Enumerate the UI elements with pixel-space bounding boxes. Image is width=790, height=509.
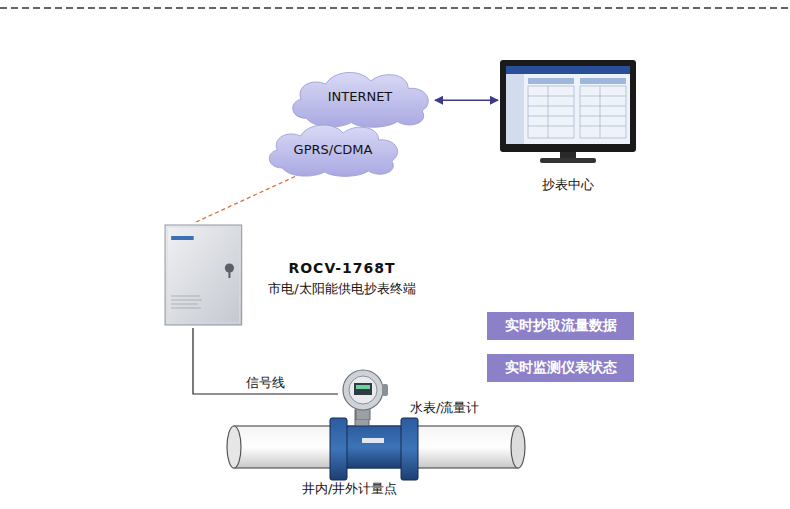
connector	[196, 176, 296, 222]
terminal-description: 市电/太阳能供电抄表终端	[247, 281, 437, 297]
monitor-caption: 抄表中心	[498, 177, 638, 193]
model-name: ROCV-1768T	[247, 260, 437, 278]
cloud-label: INTERNET	[328, 89, 393, 105]
feature-text: 实时监测仪表状态	[505, 359, 617, 377]
top-dashed-rule	[0, 7, 790, 9]
terminal-node: ROCV-1768T 市电/太阳能供电抄表终端	[163, 222, 441, 328]
feature-box: 实时抄取流量数据	[487, 312, 634, 340]
monitor-drawing	[498, 58, 638, 195]
terminal-text-block: ROCV-1768T 市电/太阳能供电抄表终端	[247, 260, 437, 297]
connector	[435, 99, 498, 101]
feature-text: 实时抄取流量数据	[505, 317, 617, 335]
location-label: 井内/井外计量点	[302, 481, 397, 497]
monitor-node: 抄表中心	[498, 58, 638, 195]
edge-label: 信号线	[244, 375, 287, 391]
cloud-label: GPRS/CDMA	[294, 142, 373, 158]
feature-box: 实时监测仪表状态	[487, 354, 634, 382]
connector	[193, 328, 338, 394]
cloud-node: INTERNET	[285, 65, 435, 129]
flowmeter-node: 水表/流量计	[338, 368, 493, 420]
cloud-node: GPRS/CDMA	[262, 118, 404, 178]
flowmeter-body	[330, 410, 418, 480]
pipe	[227, 426, 525, 468]
meter-label: 水表/流量计	[410, 400, 479, 416]
